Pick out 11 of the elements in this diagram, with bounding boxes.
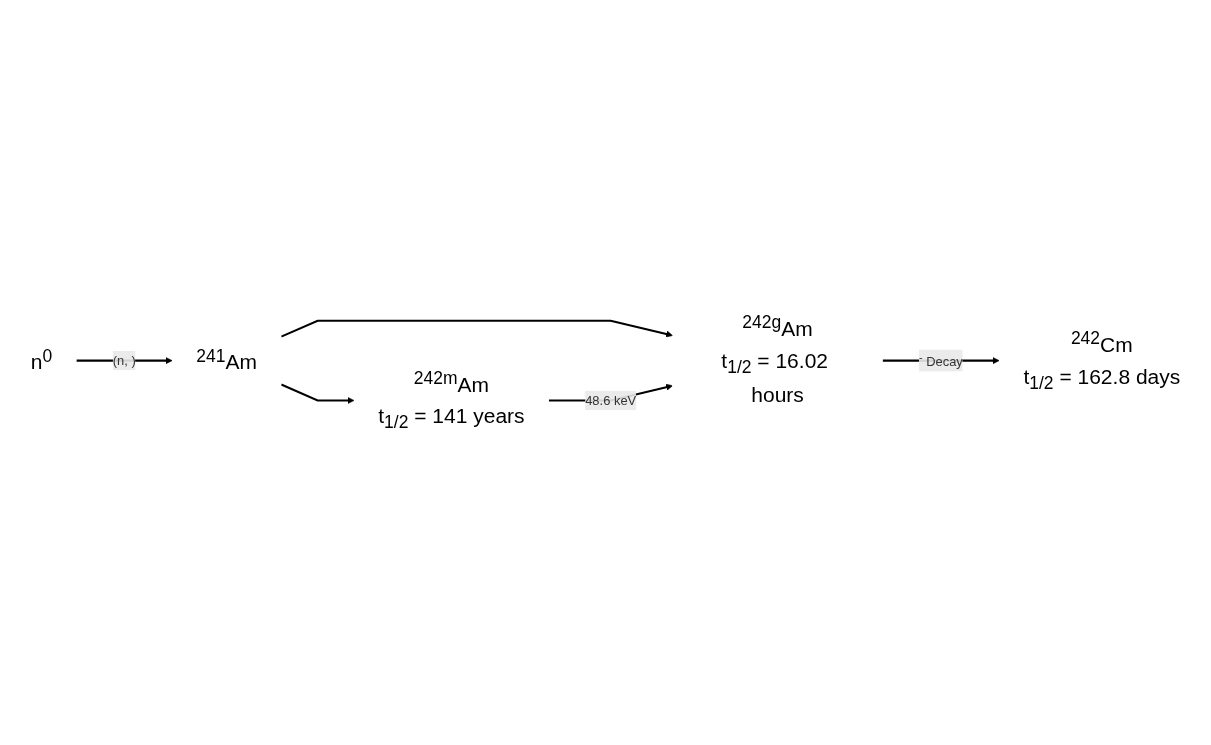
node-text: $^{242}$Cm t$_{1/2}$ = 162.8 days	[1023, 327, 1181, 393]
arrow	[280, 319, 673, 338]
edge-label: $^{-}$ Decay	[918, 351, 963, 369]
arrow	[280, 383, 355, 404]
edge-label: 48.6 keV	[585, 393, 637, 407]
node-text: $^{242m}$Am t$_{1/2}$ = 141 years	[378, 367, 525, 432]
node-text: $^{242g}$Am t$_{1/2}$ = 16.02 hours	[721, 311, 828, 408]
node-text: $^{241}$Am	[196, 345, 258, 375]
node-text: n$^{0}$	[30, 345, 53, 375]
edge-label: (n, )	[112, 353, 136, 367]
arrow	[76, 356, 173, 364]
